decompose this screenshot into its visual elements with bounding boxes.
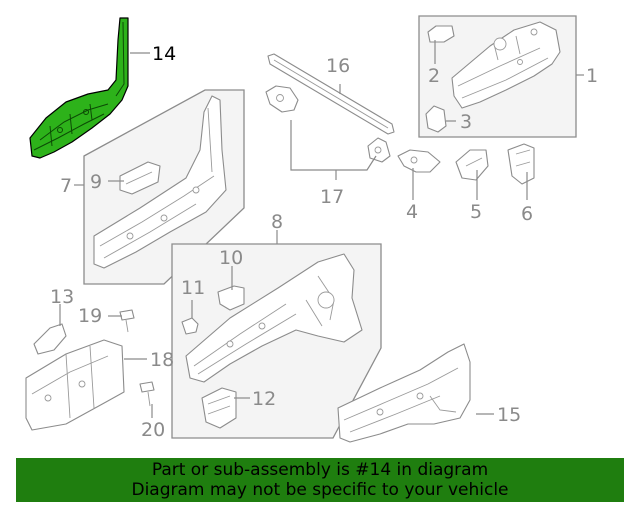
part-10[interactable] xyxy=(217,285,245,311)
callout-15[interactable]: 15 xyxy=(497,404,521,426)
part-15[interactable] xyxy=(337,343,471,443)
callout-2[interactable]: 2 xyxy=(428,65,440,87)
callout-9[interactable]: 9 xyxy=(90,171,102,193)
callout-8[interactable]: 8 xyxy=(271,211,283,233)
part-9[interactable] xyxy=(119,161,161,195)
part-8[interactable] xyxy=(185,253,363,383)
part-7[interactable] xyxy=(93,95,227,269)
part-12[interactable] xyxy=(201,387,237,429)
part-2[interactable] xyxy=(427,25,455,43)
callout-16[interactable]: 16 xyxy=(326,55,350,77)
part-16[interactable] xyxy=(267,53,395,135)
notice-banner: Part or sub-assembly is #14 in diagram D… xyxy=(16,458,624,502)
banner-line-1: Part or sub-assembly is #14 in diagram xyxy=(151,460,489,480)
callout-12[interactable]: 12 xyxy=(252,388,276,410)
part-18[interactable] xyxy=(25,339,125,431)
callout-18[interactable]: 18 xyxy=(150,349,174,371)
part-13[interactable] xyxy=(33,323,67,355)
callout-6[interactable]: 6 xyxy=(521,203,533,225)
part-4[interactable] xyxy=(397,149,441,173)
callout-1[interactable]: 1 xyxy=(586,65,598,87)
part-6[interactable] xyxy=(507,143,535,185)
part-1[interactable] xyxy=(451,21,561,109)
part-3[interactable] xyxy=(425,105,447,133)
callout-7[interactable]: 7 xyxy=(60,175,72,197)
callout-19[interactable]: 19 xyxy=(78,305,102,327)
callout-14[interactable]: 14 xyxy=(152,43,176,65)
callout-11[interactable]: 11 xyxy=(181,277,205,299)
leader-lines xyxy=(59,40,584,418)
callout-20[interactable]: 20 xyxy=(141,419,165,441)
banner-line-2: Diagram may not be specific to your vehi… xyxy=(131,480,509,500)
part-11[interactable] xyxy=(181,317,199,335)
parts-diagram: 14 1 2 3 4 5 6 7 8 9 10 11 12 13 15 16 1… xyxy=(25,15,598,443)
part-14-highlighted[interactable] xyxy=(29,17,129,159)
part-17[interactable] xyxy=(265,85,391,163)
callout-10[interactable]: 10 xyxy=(219,247,243,269)
part-19[interactable] xyxy=(119,309,135,333)
callout-3[interactable]: 3 xyxy=(460,111,472,133)
callout-4[interactable]: 4 xyxy=(406,201,418,223)
part-5[interactable] xyxy=(455,149,489,181)
callout-17[interactable]: 17 xyxy=(320,186,344,208)
callout-5[interactable]: 5 xyxy=(470,201,482,223)
callout-13[interactable]: 13 xyxy=(50,286,74,308)
part-20[interactable] xyxy=(139,381,155,407)
